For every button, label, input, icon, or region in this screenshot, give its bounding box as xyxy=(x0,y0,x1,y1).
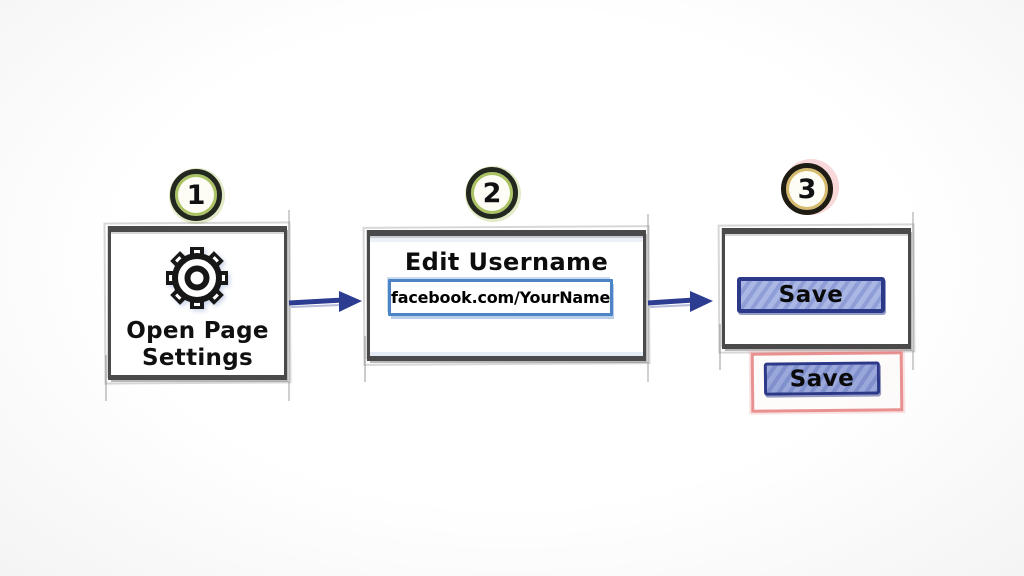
sketch-stroke xyxy=(719,324,721,370)
save-button-secondary-label: Save xyxy=(789,365,855,392)
step-2-badge: 2 xyxy=(466,167,518,219)
step-1-panel-open-page-settings: Open Page Settings xyxy=(105,210,290,401)
step-2-number: 2 xyxy=(482,177,502,209)
username-input[interactable] xyxy=(388,279,613,316)
flow-arrow-1-icon xyxy=(288,291,362,312)
step-3-panel-save: Save xyxy=(719,212,914,370)
save-button-secondary[interactable]: Save xyxy=(763,361,881,396)
step-3-number: 3 xyxy=(797,173,817,205)
gear-icon xyxy=(159,240,235,316)
step-1-number: 1 xyxy=(186,179,206,211)
save-button[interactable]: Save xyxy=(737,277,885,313)
sketch-stroke xyxy=(364,336,366,382)
sketch-stroke xyxy=(105,355,107,401)
save-button-highlight-box: Save xyxy=(750,351,904,413)
edit-username-title: Edit Username xyxy=(404,248,609,276)
step-1-caption-line1: Open Page xyxy=(126,318,269,344)
step-1-caption-line2: Settings xyxy=(142,345,253,372)
step-1-badge: 1 xyxy=(170,169,222,221)
flow-arrow-2-icon xyxy=(647,291,713,312)
step-3-badge: 3 xyxy=(781,163,833,215)
step-2-panel-edit-username: Edit Username xyxy=(364,214,649,382)
step-1-caption: Open Page Settings xyxy=(111,318,284,372)
save-button-label: Save xyxy=(778,282,844,308)
